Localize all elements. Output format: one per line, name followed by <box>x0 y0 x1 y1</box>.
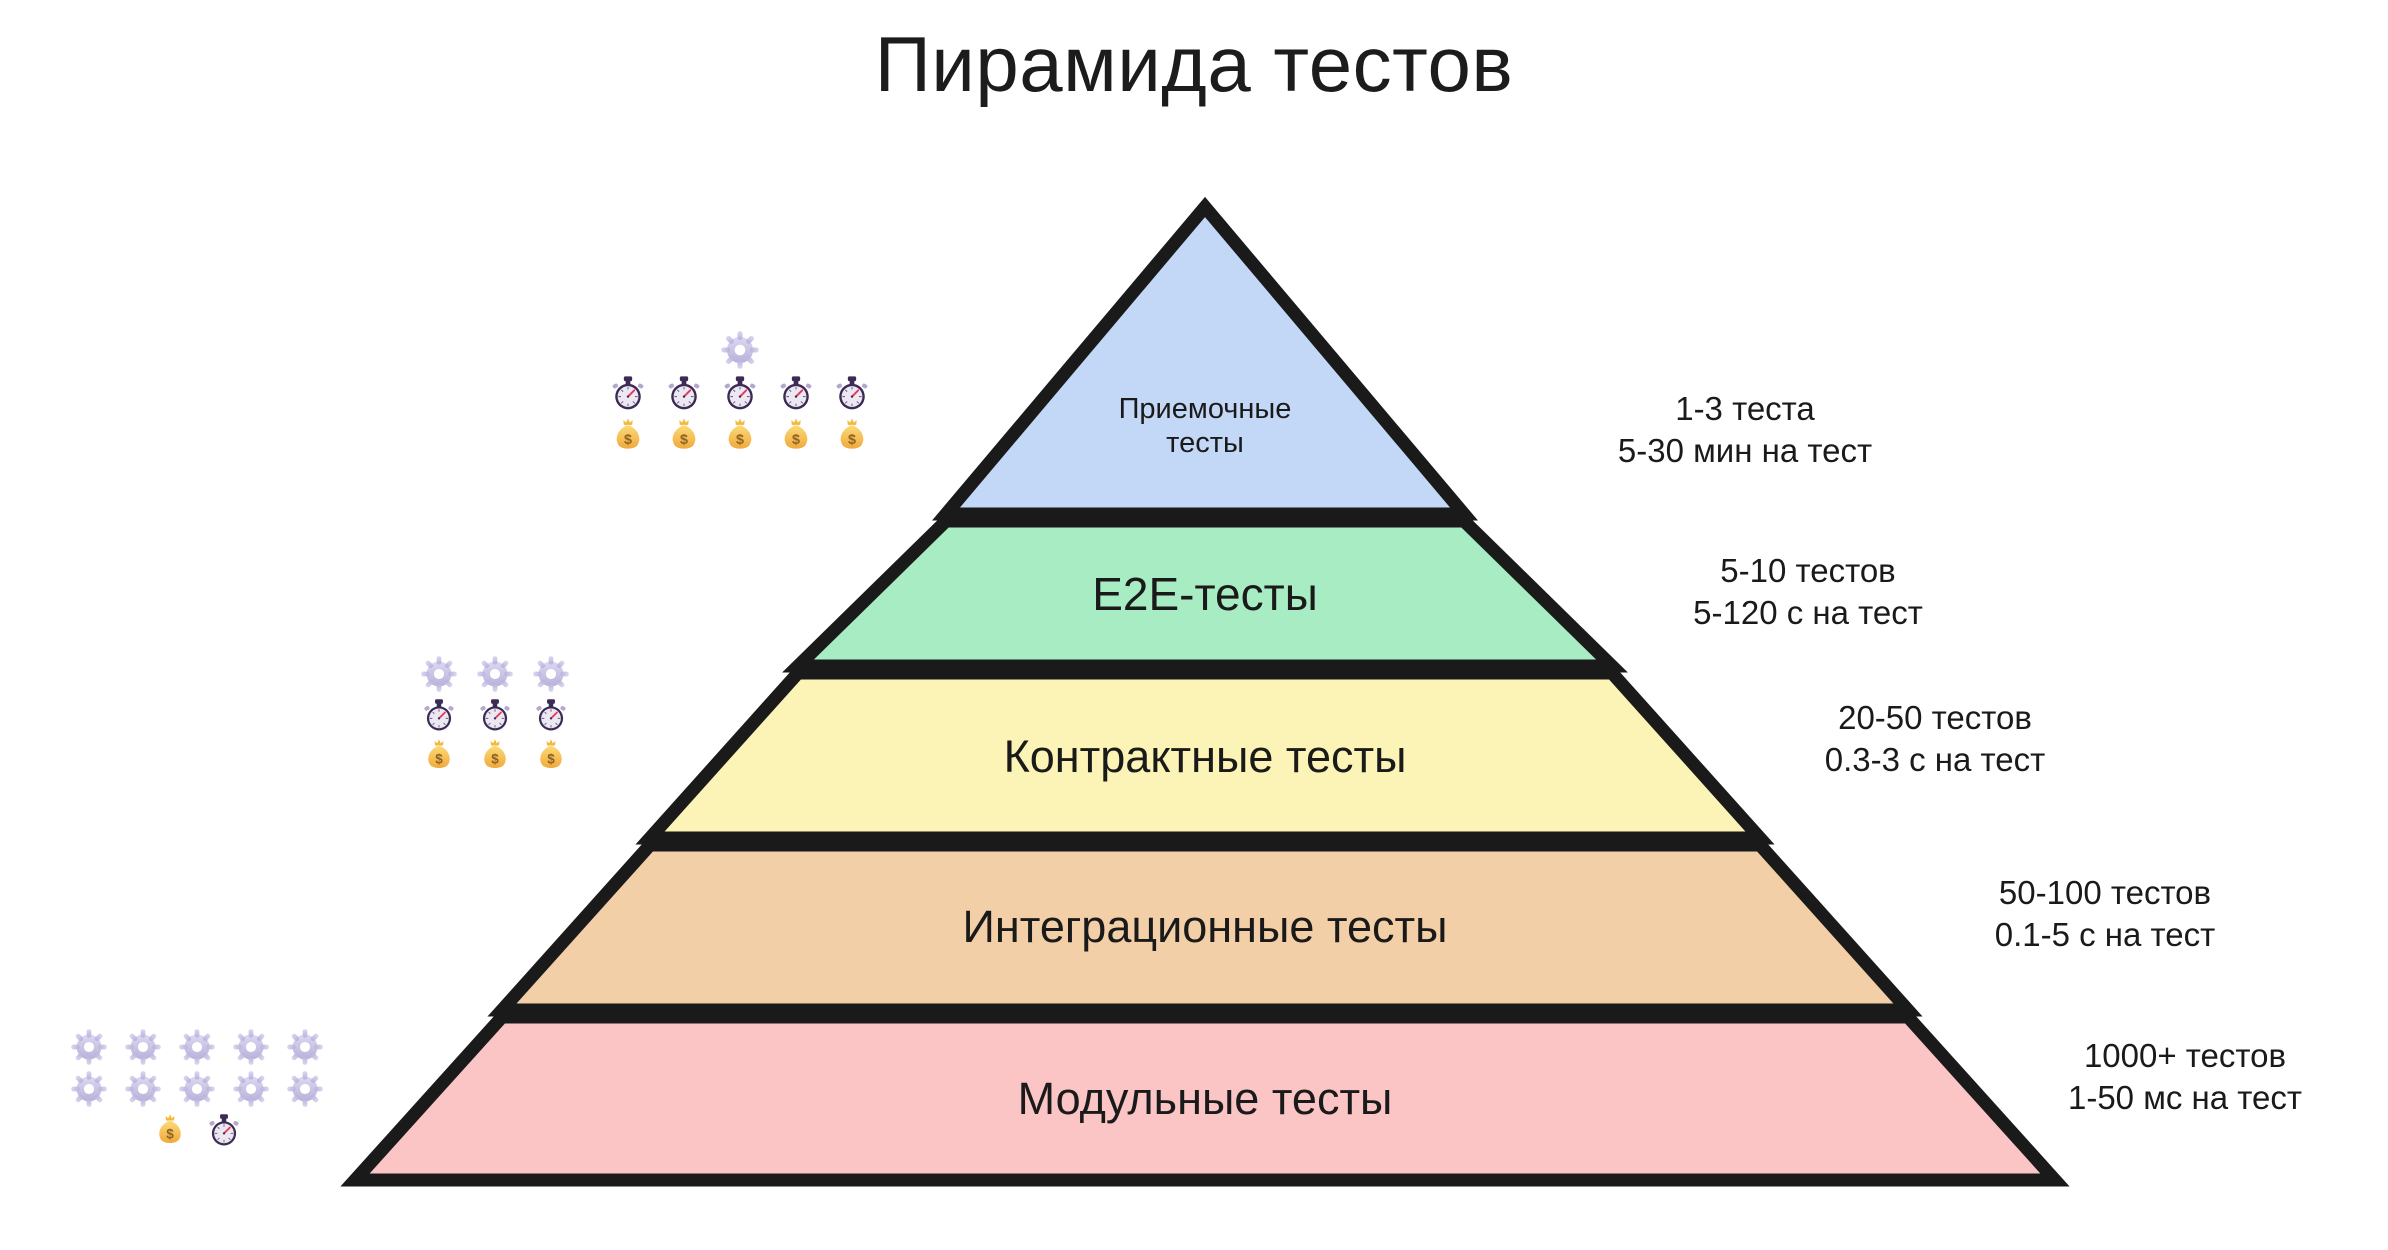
icon-row-gear <box>405 655 585 697</box>
gear-icon-glyph <box>287 1029 323 1065</box>
cost-icons-unit: $ <box>62 1028 332 1152</box>
gear-icon <box>178 1070 216 1112</box>
pyramid-level-contract[interactable] <box>635 666 1775 845</box>
svg-text:$: $ <box>491 751 499 766</box>
gear-icon-glyph <box>721 331 759 369</box>
stopwatch-icon <box>609 374 647 416</box>
stopwatch-icon-glyph <box>209 1114 239 1146</box>
stopwatch-icon <box>833 374 871 416</box>
icon-row-stopwatch <box>405 697 585 737</box>
icon-row-gear <box>62 1070 332 1112</box>
pyramid-note-integration: 50-100 тестов 0.1-5 с на тест <box>1994 874 2216 954</box>
moneybag-icon: $ <box>533 737 569 777</box>
icon-row-mixed: $ <box>62 1112 332 1152</box>
svg-text:$: $ <box>680 432 688 448</box>
icon-row-stopwatch <box>595 374 885 416</box>
cost-icons-acceptance: $ $ $ $ <box>595 330 885 458</box>
stopwatch-icon <box>533 697 569 737</box>
money-bag-icon-glyph: $ <box>728 418 752 449</box>
pyramid-note-e2e: 5-10 тестов 5-120 с на тест <box>1693 552 1923 632</box>
gear-icon-glyph <box>125 1071 161 1107</box>
gear-icon <box>286 1070 324 1112</box>
gear-icon-glyph <box>179 1071 215 1107</box>
icon-row-gear <box>595 330 885 374</box>
moneybag-icon: $ <box>833 416 871 458</box>
money-bag-icon-glyph: $ <box>540 739 562 768</box>
moneybag-icon: $ <box>477 737 513 777</box>
gear-icon-glyph <box>287 1071 323 1107</box>
moneybag-icon: $ <box>777 416 815 458</box>
pyramid-note-contract: 20-50 тестов 0.3-3 с на тест <box>1824 699 2046 779</box>
stopwatch-icon <box>721 374 759 416</box>
pyramid-level-unit[interactable] <box>340 1010 2070 1187</box>
svg-text:$: $ <box>792 432 800 448</box>
gear-icon-glyph <box>233 1029 269 1065</box>
stopwatch-icon-glyph <box>536 699 566 731</box>
moneybag-icon: $ <box>609 416 647 458</box>
moneybag-icon: $ <box>721 416 759 458</box>
moneybag-icon: $ <box>665 416 703 458</box>
money-bag-icon-glyph: $ <box>840 418 864 449</box>
svg-text:$: $ <box>736 432 744 448</box>
gear-icon-glyph <box>179 1029 215 1065</box>
svg-text:$: $ <box>166 1126 174 1141</box>
gear-icon-glyph <box>71 1029 107 1065</box>
pyramid-note-unit: 1000+ тестов 1-50 мс на тест <box>2067 1037 2303 1117</box>
money-bag-icon-glyph: $ <box>672 418 696 449</box>
gear-icon <box>124 1028 162 1070</box>
icon-row-moneybag: $ $ $ $ <box>595 416 885 458</box>
money-bag-icon-glyph: $ <box>484 739 506 768</box>
gear-icon <box>70 1070 108 1112</box>
svg-text:$: $ <box>435 751 443 766</box>
gear-icon-glyph <box>477 656 513 692</box>
stopwatch-icon-glyph <box>612 376 644 410</box>
stopwatch-icon <box>777 374 815 416</box>
stopwatch-icon <box>421 697 457 737</box>
gear-icon-glyph <box>71 1071 107 1107</box>
gear-icon-glyph <box>233 1071 269 1107</box>
moneybag-icon: $ <box>152 1112 188 1152</box>
gear-icon-glyph <box>533 656 569 692</box>
icon-row-moneybag: $ $ $ <box>405 737 585 777</box>
gear-icon <box>420 655 458 697</box>
money-bag-icon-glyph: $ <box>428 739 450 768</box>
money-bag-icon-glyph: $ <box>616 418 640 449</box>
stopwatch-icon-glyph <box>724 376 756 410</box>
icon-row-gear <box>62 1028 332 1070</box>
stopwatch-icon-glyph <box>836 376 868 410</box>
stopwatch-icon <box>665 374 703 416</box>
gear-icon-glyph <box>421 656 457 692</box>
gear-icon <box>720 330 760 374</box>
money-bag-icon-glyph: $ <box>159 1114 181 1143</box>
stopwatch-icon-glyph <box>780 376 812 410</box>
pyramid-level-integration[interactable] <box>487 838 1923 1017</box>
stopwatch-icon-glyph <box>668 376 700 410</box>
gear-icon <box>476 655 514 697</box>
gear-icon <box>70 1028 108 1070</box>
gear-icon <box>532 655 570 697</box>
pyramid-level-acceptance[interactable] <box>932 196 1478 521</box>
gear-icon-glyph <box>125 1029 161 1065</box>
cost-icons-contract: $ $ $ <box>405 655 585 777</box>
gear-icon <box>124 1070 162 1112</box>
stopwatch-icon <box>206 1112 242 1152</box>
svg-text:$: $ <box>624 432 632 448</box>
gear-icon <box>232 1028 270 1070</box>
pyramid-note-acceptance: 1-3 теста 5-30 мин на тест <box>1617 390 1873 470</box>
stopwatch-icon <box>477 697 513 737</box>
pyramid-level-e2e[interactable] <box>782 514 1628 673</box>
moneybag-icon: $ <box>421 737 457 777</box>
svg-text:$: $ <box>848 432 856 448</box>
gear-icon <box>286 1028 324 1070</box>
page-title: Пирамида тестов <box>874 20 1514 108</box>
gear-icon <box>178 1028 216 1070</box>
svg-text:$: $ <box>547 751 555 766</box>
stopwatch-icon-glyph <box>424 699 454 731</box>
gear-icon <box>232 1070 270 1112</box>
money-bag-icon-glyph: $ <box>784 418 808 449</box>
stopwatch-icon-glyph <box>480 699 510 731</box>
